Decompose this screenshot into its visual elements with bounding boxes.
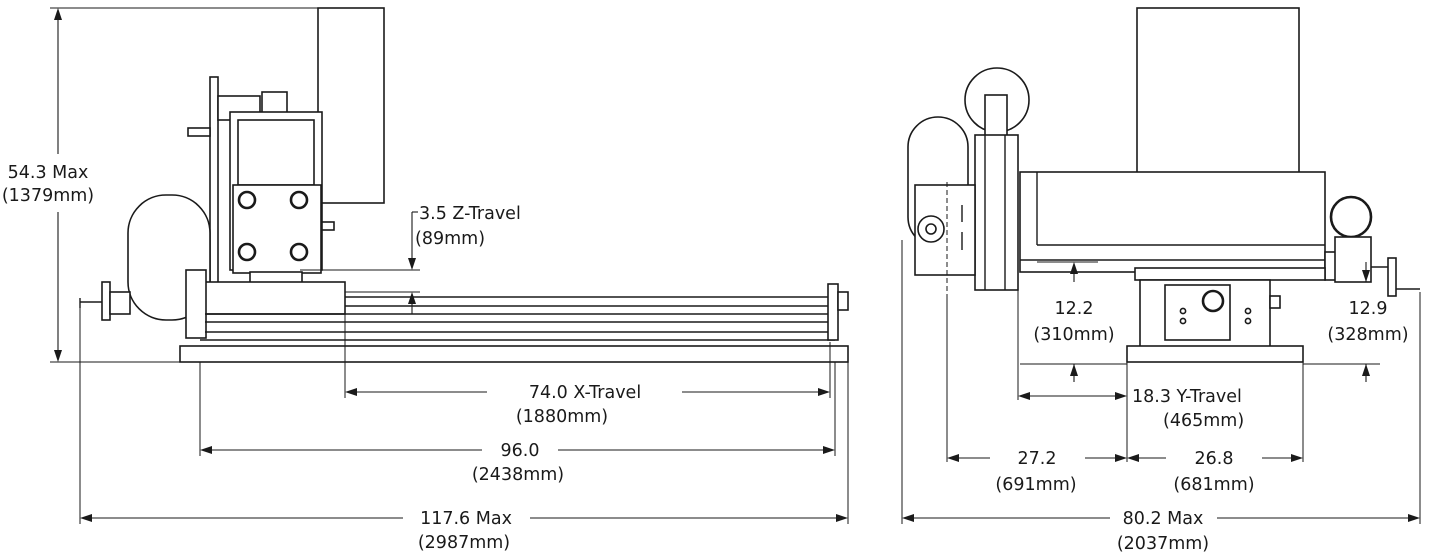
overall-length-metric: (2987mm) [418,533,510,553]
z-travel-metric: (89mm) [415,229,485,249]
side-view-labels: 54.3 Max (1379mm) 3.5 Z-Travel (89mm) 74… [2,163,641,553]
rail-length-metric: (2438mm) [472,465,564,485]
right-offset-metric: (328mm) [1327,325,1408,345]
bolt [1179,317,1187,325]
lock-ring [1201,289,1225,313]
y-travel-label: 18.3 Y-Travel [1132,387,1242,407]
left-offset-metric: (310mm) [1033,325,1114,345]
end-view: 12.2 (310mm) 12.9 (328mm) 18.3 Y-Travel … [901,7,1421,554]
left-half-metric: (691mm) [995,475,1076,495]
x-travel-label: 74.0 X-Travel [529,383,641,403]
side-view-machine [79,7,849,363]
overall-length-label: 117.6 Max [420,509,512,529]
z-travel-label: 3.5 Z-Travel [419,204,521,224]
bolt-hole [289,190,309,210]
bolt-hole [237,190,257,210]
rail-length-label: 96.0 [501,441,540,461]
pulley [1329,195,1373,239]
bolt-hole [289,242,309,262]
right-offset-label: 12.9 [1349,299,1388,319]
crank-knob-center [925,223,937,235]
right-half-label: 26.8 [1195,449,1234,469]
height-metric: (1379mm) [2,186,94,206]
bolt [1244,317,1252,325]
y-travel-metric: (465mm) [1163,411,1244,431]
overall-width-metric: (2037mm) [1117,534,1209,554]
bolt-hole [237,242,257,262]
end-view-machine [907,7,1420,363]
height-label: 54.3 Max [8,163,89,183]
bolt [1179,307,1187,315]
side-view-dimensions [50,7,849,524]
end-view-dimensions [901,240,1421,524]
left-half-label: 27.2 [1018,449,1057,469]
left-offset-label: 12.2 [1055,299,1094,319]
side-view: 54.3 Max (1379mm) 3.5 Z-Travel (89mm) 74… [2,7,849,553]
x-travel-metric: (1880mm) [516,407,608,427]
end-view-labels: 12.2 (310mm) 12.9 (328mm) 18.3 Y-Travel … [995,299,1408,554]
right-half-metric: (681mm) [1173,475,1254,495]
overall-width-label: 80.2 Max [1123,509,1204,529]
bolt [1244,307,1252,315]
